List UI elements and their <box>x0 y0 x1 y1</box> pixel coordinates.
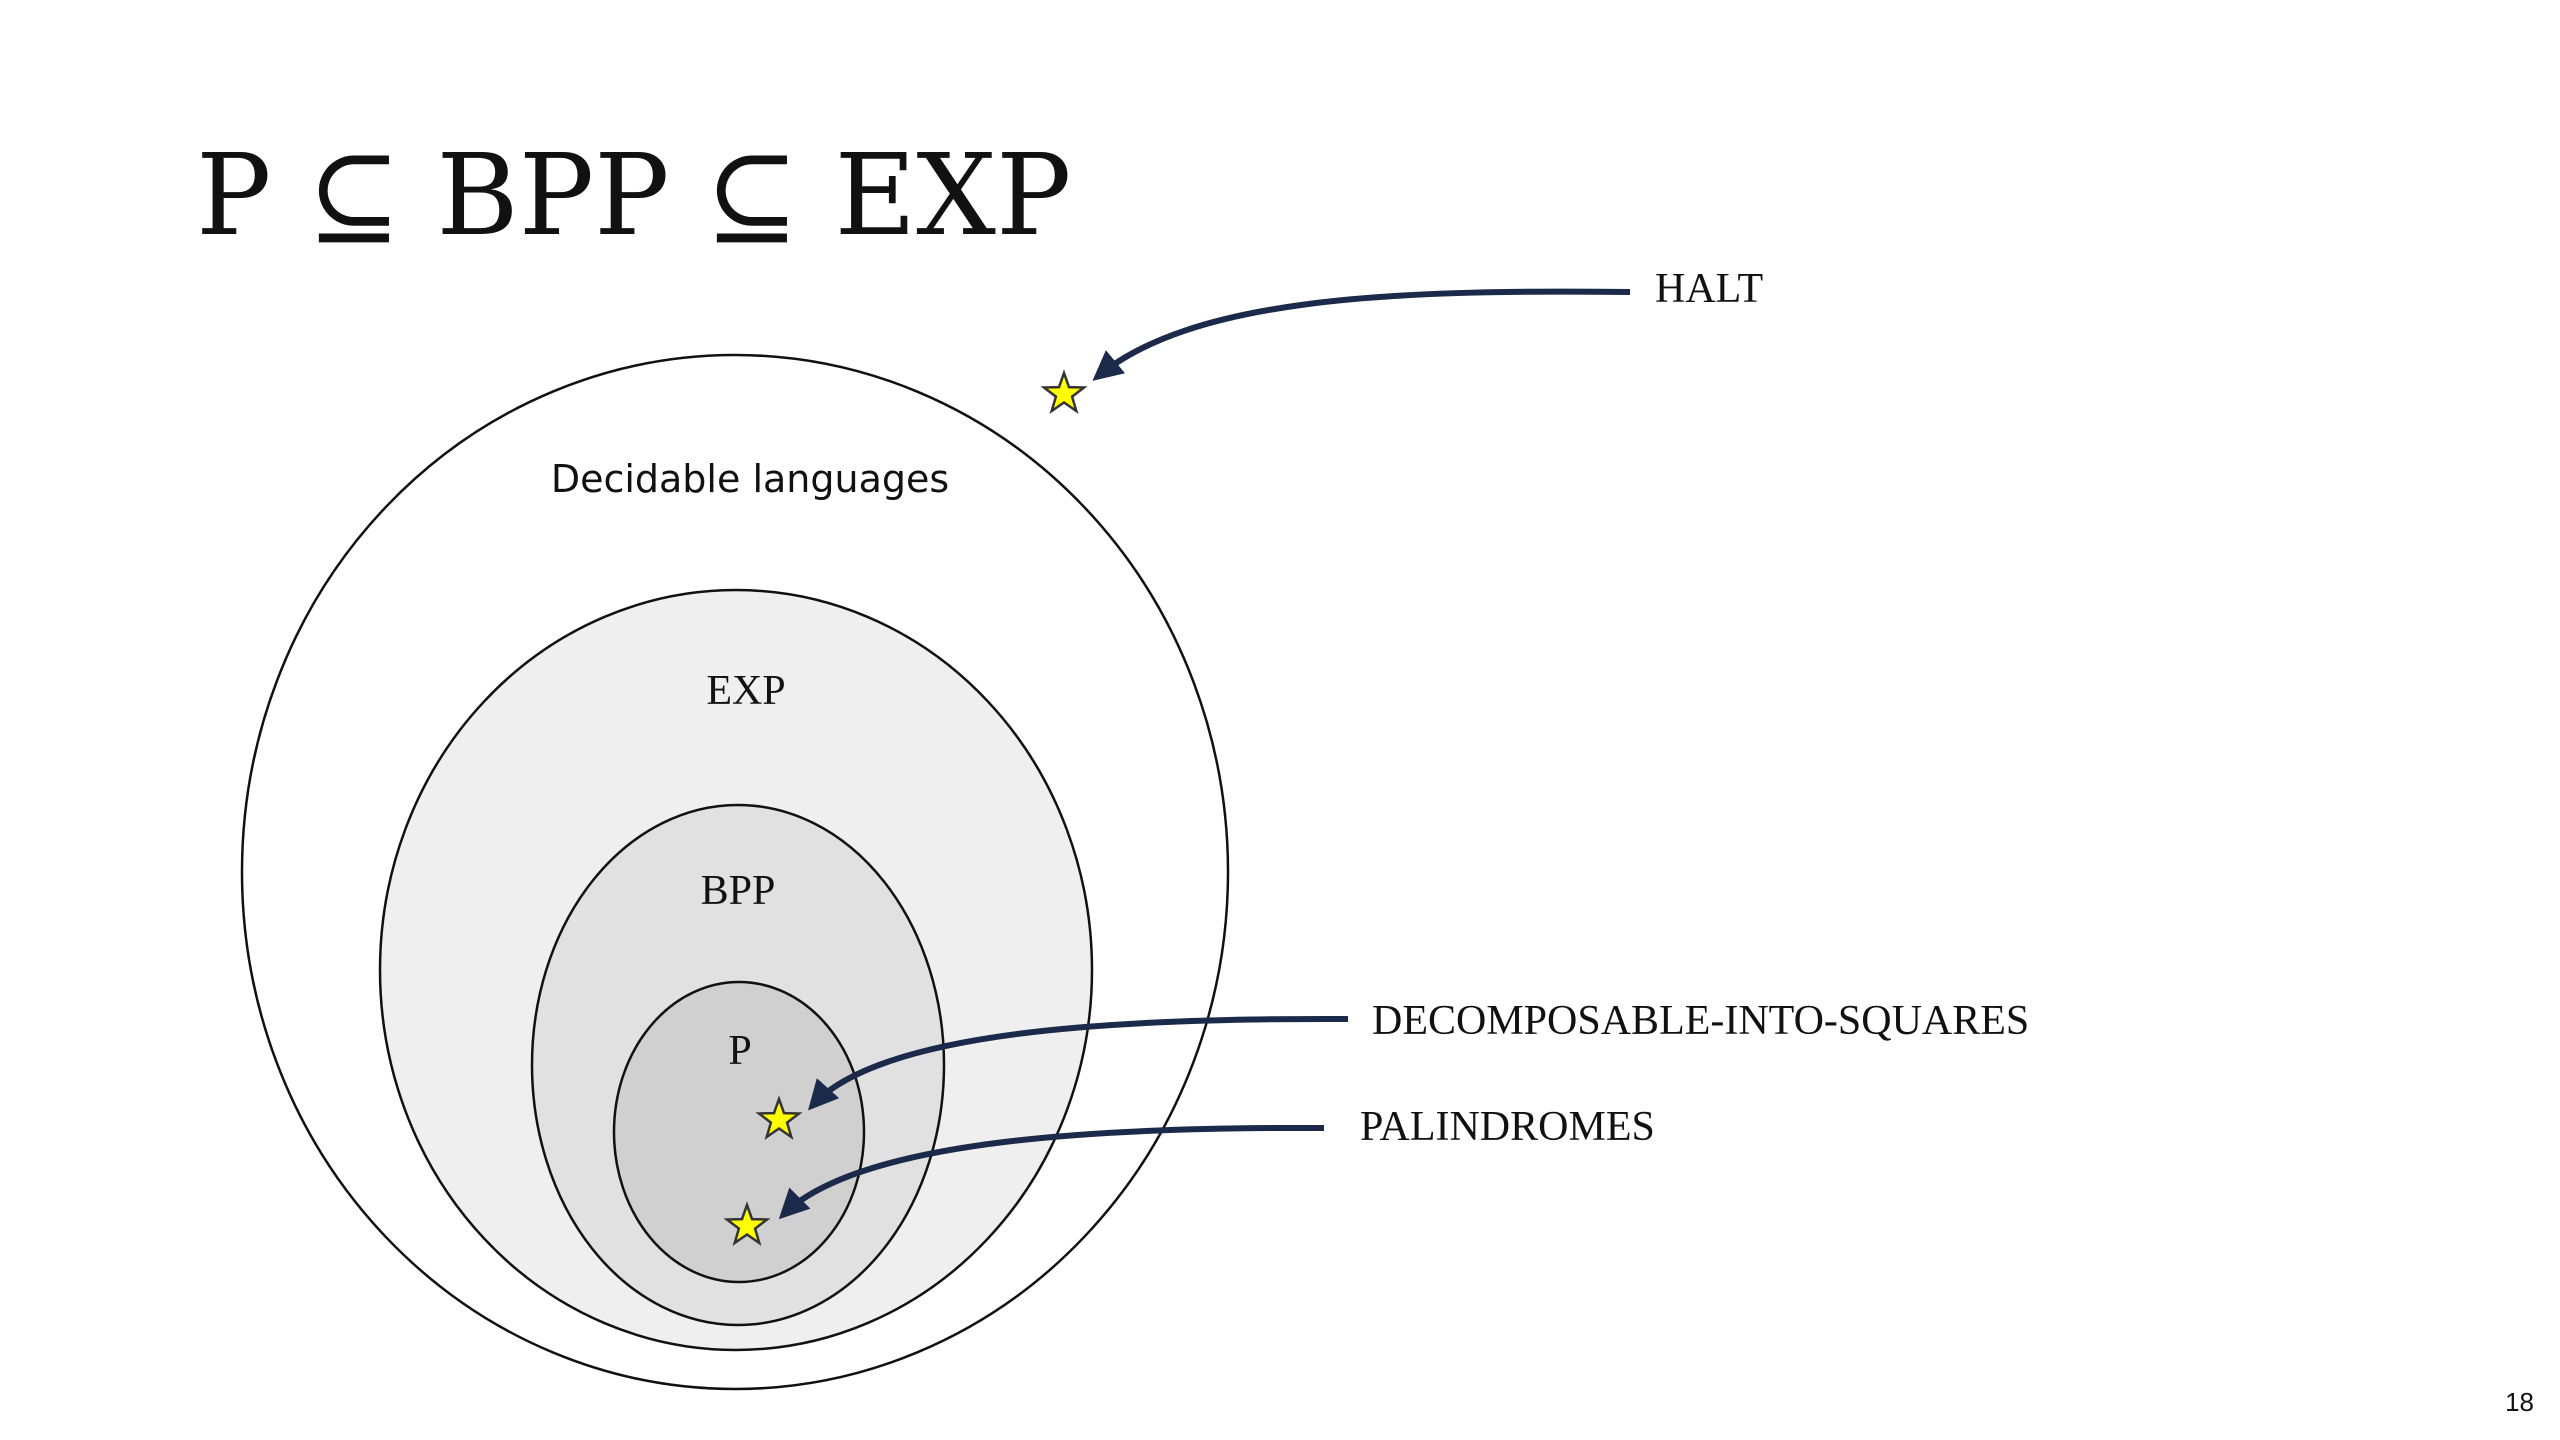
decomposable-into-squares-arrow <box>807 1015 1349 1111</box>
page-number: 18 <box>2505 1387 2534 1417</box>
slide-title: P ⊆ BPP ⊆ EXP <box>196 131 1072 261</box>
decomposable-into-squares-label: DECOMPOSABLE-INTO-SQUARES <box>1372 998 2029 1044</box>
exp-label: EXP <box>706 668 785 714</box>
bpp-label: BPP <box>701 868 776 914</box>
palindromes-arrow <box>778 1124 1325 1220</box>
palindromes-label: PALINDROMES <box>1360 1104 1655 1150</box>
decidable-languages-label: Decidable languages <box>551 457 949 501</box>
p-label: P <box>728 1028 751 1074</box>
halt-star-icon <box>1040 369 1088 415</box>
palindromes-star-icon <box>723 1201 771 1247</box>
halt-arrow <box>1092 288 1631 381</box>
decomposable-into-squares-star-icon <box>755 1095 803 1141</box>
halt-label: HALT <box>1655 266 1763 312</box>
